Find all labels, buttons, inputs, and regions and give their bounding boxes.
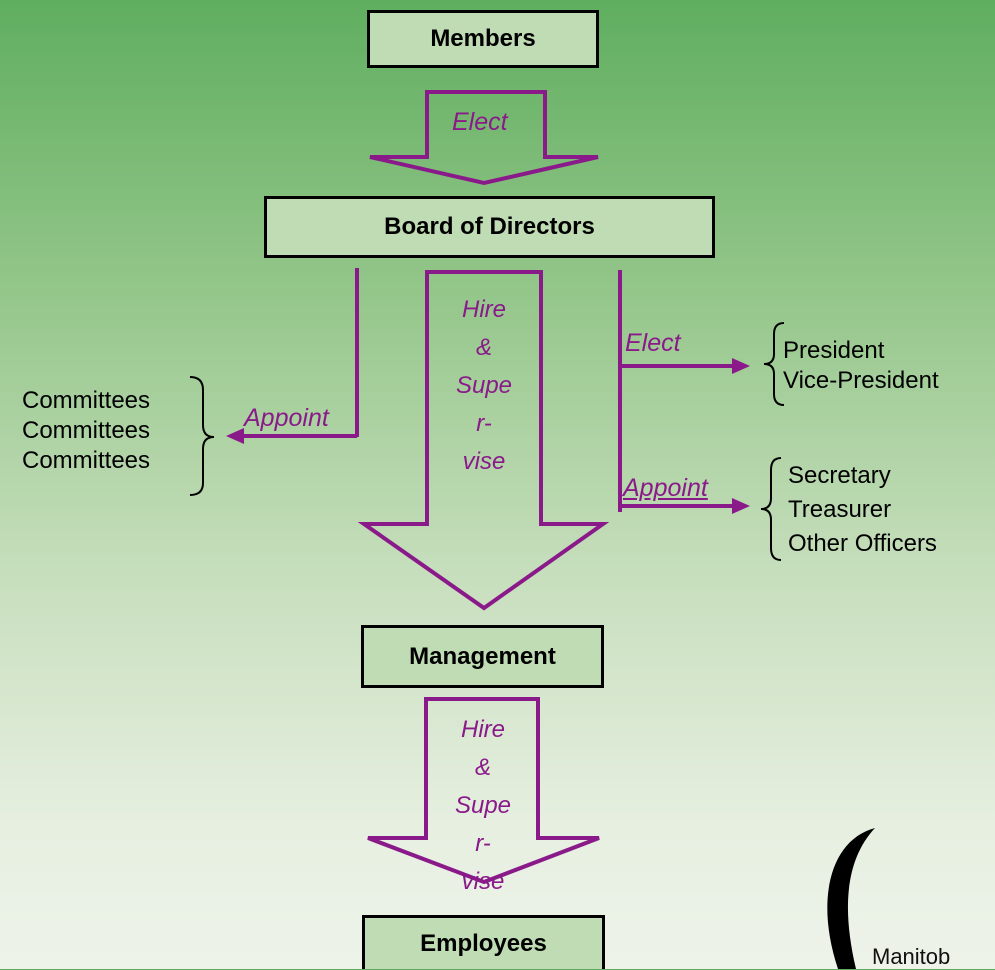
- appoint-officers-arrowhead: [732, 498, 750, 514]
- hire-supervise-label: Hire & Supe r- vise: [455, 296, 513, 475]
- employees-node: Employees: [362, 915, 605, 969]
- logo-wordmark: Manitob: [872, 944, 951, 969]
- members-node: Members: [367, 10, 599, 68]
- elected-officers-brace: [763, 322, 785, 406]
- elect-officers-arrowhead: [732, 358, 750, 374]
- committees-list: Committees Committees Committees: [22, 386, 192, 476]
- committee-item: Committees: [22, 447, 151, 474]
- elect-officers-label: Elect: [625, 329, 681, 357]
- appointed-officers-brace: [760, 457, 782, 561]
- logo-crescent: [827, 828, 875, 969]
- management-node: Management: [361, 625, 604, 688]
- board-node: Board of Directors: [264, 196, 715, 258]
- committee-item: Committees: [22, 417, 151, 444]
- officer-item: President: [783, 337, 885, 364]
- appoint-officers-label: Appoint: [623, 474, 708, 502]
- hire-supervise-label-2: Hire & Supe r- vise: [454, 716, 512, 895]
- officer-item: Secretary: [788, 462, 891, 489]
- elect-block-arrow: [369, 90, 599, 186]
- hire-supervise-block-arrow: [357, 270, 610, 611]
- management-label: Management: [409, 642, 556, 670]
- committee-item: Committees: [22, 387, 151, 414]
- appoint-committees-arrowhead: [226, 428, 244, 444]
- elected-officers-list: President Vice-President: [783, 336, 993, 396]
- officer-item: Vice-President: [783, 367, 939, 394]
- officer-item: Other Officers: [788, 530, 937, 557]
- officer-item: Treasurer: [788, 496, 892, 523]
- committees-brace: [189, 376, 215, 496]
- elect-members-label: Elect: [452, 108, 508, 136]
- appoint-committees-label: Appoint: [244, 404, 329, 432]
- appointed-officers-list: Secretary Treasurer Other Officers: [788, 459, 993, 561]
- hire-supervise-block-arrow-2: [367, 697, 600, 885]
- employees-label: Employees: [420, 929, 547, 957]
- board-label: Board of Directors: [384, 213, 595, 240]
- members-label: Members: [430, 25, 536, 52]
